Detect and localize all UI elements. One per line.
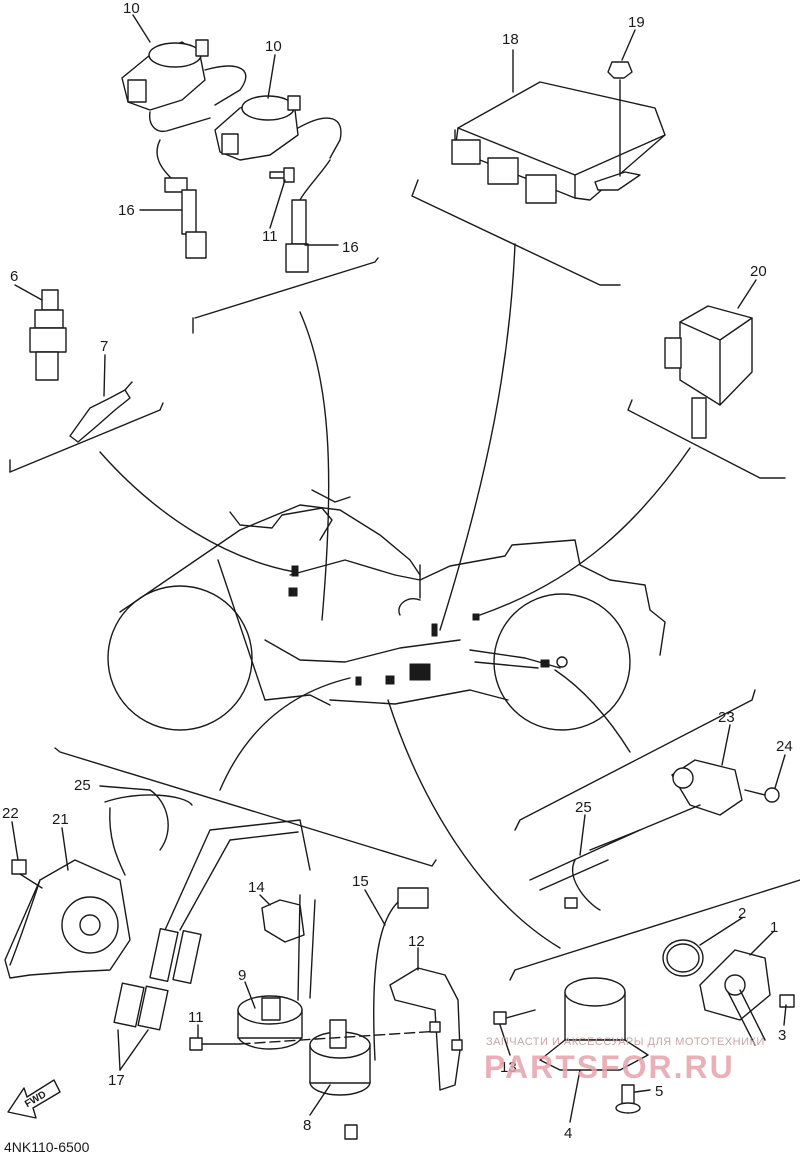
plug-cap-right bbox=[285, 159, 331, 273]
bolt-22 bbox=[11, 859, 43, 889]
ignition-coil-upper bbox=[121, 39, 247, 111]
bolt-24 bbox=[744, 787, 780, 803]
callout-8: 8 bbox=[303, 1117, 311, 1134]
bolt-5 bbox=[615, 1084, 641, 1114]
callout-18: 18 bbox=[502, 31, 519, 48]
callout-16: 16 bbox=[342, 239, 359, 256]
ecu-unit bbox=[451, 81, 666, 204]
callout-23: 23 bbox=[718, 709, 735, 726]
ignition-coil-8 bbox=[309, 1019, 371, 1140]
part-1 bbox=[699, 949, 771, 1046]
bolt-3 bbox=[779, 994, 795, 1008]
group-brackets bbox=[9, 179, 800, 981]
watermark-logo-text: PARTSFOR.RU bbox=[484, 1049, 735, 1085]
callout-labels: 10 10 16 11 16 18 19 6 7 20 25 22 21 14 … bbox=[2, 0, 793, 1142]
callout-20: 20 bbox=[750, 263, 767, 280]
leader-curves bbox=[99, 243, 691, 949]
bolt-13 bbox=[493, 1009, 536, 1025]
bracket-12 bbox=[389, 967, 463, 1091]
plug-caps-17 bbox=[113, 819, 311, 1031]
callout-21: 21 bbox=[52, 811, 69, 828]
callout-17: 17 bbox=[108, 1072, 125, 1089]
nut-19 bbox=[607, 61, 633, 177]
callout-11: 11 bbox=[262, 228, 278, 245]
callout-15: 15 bbox=[352, 873, 369, 890]
callout-5: 5 bbox=[655, 1083, 663, 1100]
bolt-11-upper bbox=[269, 167, 295, 183]
ignition-coil-9 bbox=[237, 894, 316, 1050]
harness-25-right bbox=[529, 829, 641, 911]
callout-14: 14 bbox=[248, 879, 265, 896]
callout-1: 1 bbox=[770, 919, 778, 936]
callout-25: 25 bbox=[74, 777, 91, 794]
harness-25-left bbox=[104, 789, 193, 876]
sensor-23 bbox=[589, 759, 743, 851]
relay-20 bbox=[664, 305, 753, 439]
bolt-11-lower bbox=[189, 1029, 456, 1051]
solenoid-4 bbox=[539, 977, 649, 1071]
watermark-tagline: ЗАПЧАСТИ И АКСЕССУАРЫ ДЛЯ МОТОТЕХНИКИ bbox=[486, 1036, 765, 1048]
callout-25: 25 bbox=[575, 799, 592, 816]
callout-7: 7 bbox=[100, 338, 108, 355]
callout-leaders bbox=[11, 14, 787, 1123]
diagram-code: 4NK110-6500 bbox=[4, 1139, 90, 1155]
ignition-coil-lower bbox=[149, 95, 342, 183]
connector-15 bbox=[373, 887, 429, 1061]
plug-cap-left bbox=[164, 177, 207, 259]
callout-10: 10 bbox=[123, 0, 140, 17]
callout-10: 10 bbox=[265, 38, 282, 55]
callout-3: 3 bbox=[778, 1027, 786, 1044]
callout-4: 4 bbox=[564, 1125, 572, 1142]
callout-19: 19 bbox=[628, 14, 645, 31]
sensor-7 bbox=[69, 381, 133, 443]
callout-2: 2 bbox=[738, 905, 746, 922]
callout-6: 6 bbox=[10, 268, 18, 285]
callout-9: 9 bbox=[238, 967, 246, 984]
clip-14 bbox=[261, 899, 305, 943]
o-ring-2 bbox=[662, 939, 704, 977]
callout-24: 24 bbox=[776, 738, 793, 755]
callout-22: 22 bbox=[2, 805, 19, 822]
forward-arrow-icon: FWD bbox=[7, 1079, 61, 1119]
watermark: ЗАПЧАСТИ И АКСЕССУАРЫ ДЛЯ МОТОТЕХНИКИ PA… bbox=[484, 1036, 765, 1085]
motorcycle-outline bbox=[107, 489, 666, 731]
callout-12: 12 bbox=[408, 933, 425, 950]
sensor-6 bbox=[29, 289, 67, 381]
callout-11: 11 bbox=[188, 1009, 204, 1026]
horn-21 bbox=[4, 859, 131, 979]
callout-13: 13 bbox=[500, 1059, 517, 1076]
callout-16: 16 bbox=[118, 202, 135, 219]
